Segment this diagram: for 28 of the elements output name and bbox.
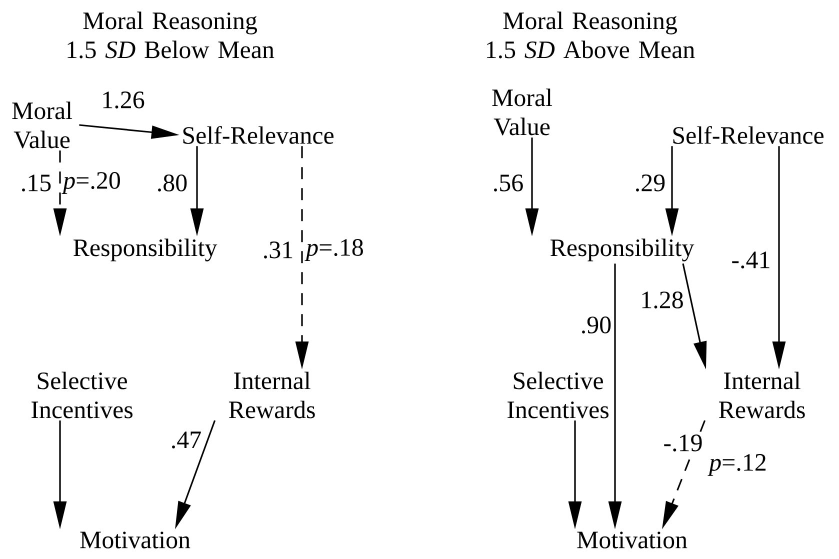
path-coefficient: .15 bbox=[19, 174, 53, 192]
path-coefficient: .29 bbox=[633, 174, 667, 192]
variable-label: Moral Value bbox=[12, 102, 72, 148]
path-coefficient: 1.28 bbox=[639, 290, 685, 310]
path-coefficient: .90 bbox=[579, 316, 613, 334]
path-coefficient: .80 bbox=[155, 174, 189, 192]
path-coefficient: .47 bbox=[169, 430, 203, 450]
p-value: p=.12 bbox=[708, 454, 766, 476]
variable-label: Responsibility bbox=[550, 238, 694, 262]
variable-label: Moral Value bbox=[492, 88, 552, 136]
p-value: p=.18 bbox=[304, 239, 363, 261]
variable-label: Responsibility bbox=[74, 238, 218, 262]
variable-label: Selective Incentives bbox=[508, 372, 608, 418]
variable-label: Selective Incentives bbox=[32, 372, 132, 418]
path-coefficient: 1.26 bbox=[100, 90, 146, 110]
path-coefficient: -.19 bbox=[662, 434, 704, 452]
panel-title: Moral Reasoning 1.5 SD Above Mean bbox=[487, 12, 695, 58]
path-coefficient: .31 bbox=[261, 240, 295, 260]
path-coefficient: .56 bbox=[491, 174, 525, 192]
p-value: p=.20 bbox=[62, 172, 120, 194]
path-coefficient: -.41 bbox=[730, 250, 772, 270]
panel-title: Moral Reasoning 1.5 SD Below Mean bbox=[68, 12, 274, 58]
variable-label: Self-Relevance bbox=[183, 126, 334, 144]
variable-label: Motivation bbox=[577, 532, 688, 548]
variable-label: Self-Relevance bbox=[673, 126, 824, 144]
variable-label: Motivation bbox=[80, 532, 190, 548]
variable-label: Internal Rewards bbox=[718, 372, 805, 418]
variable-label: Internal Rewards bbox=[229, 372, 315, 418]
